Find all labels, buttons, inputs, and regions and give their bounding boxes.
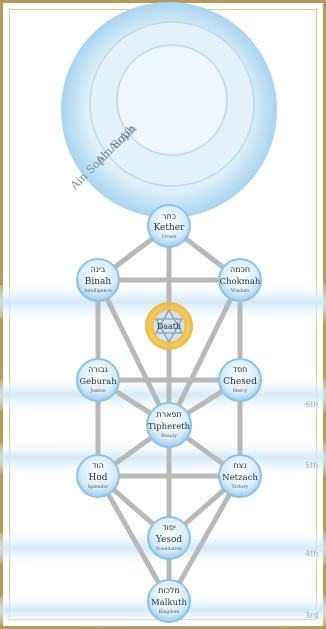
netzach-name: Netzach: [222, 473, 258, 483]
sephirah-netzach[interactable]: נצח Netzach Victory: [218, 454, 262, 498]
geburah-hebrew: גבורה: [88, 365, 109, 374]
malkuth-hebrew: מלכות: [158, 586, 180, 595]
sephirah-chesed[interactable]: חסד Chesed Mercy: [218, 358, 262, 402]
tiphereth-meaning: Beauty: [161, 433, 177, 439]
sephirah-chokmah[interactable]: חכמה Chokmah Wisdom: [218, 258, 262, 302]
geburah-meaning: Justice: [89, 388, 106, 394]
chesed-name: Chesed: [223, 377, 257, 387]
chokmah-meaning: Wisdom: [231, 288, 250, 294]
malkuth-name: Malkuth: [151, 598, 188, 608]
hod-hebrew: הוד: [92, 461, 104, 470]
chokmah-hebrew: חכמה: [230, 265, 250, 274]
chesed-hebrew: חסד: [233, 365, 248, 374]
sephirah-tiphereth[interactable]: תפארת Tiphereth Beauty: [146, 402, 192, 448]
chokmah-name: Chokmah: [220, 277, 261, 287]
netzach-hebrew: נצח: [233, 461, 246, 470]
sephirah-yesod[interactable]: יסוד Yesod Foundation: [147, 516, 191, 560]
yesod-name: Yesod: [155, 535, 183, 545]
netzach-node: [218, 454, 262, 498]
netzach-meaning: Victory: [231, 484, 249, 490]
geburah-name: Geburah: [79, 377, 117, 387]
tiphereth-hebrew: תפארת: [156, 410, 181, 419]
tiphereth-name: Tiphereth: [148, 422, 191, 432]
star-of-david-icon: [154, 308, 184, 344]
hod-meaning: Splendor: [88, 484, 110, 490]
dimension-label-4th: 4th: [305, 549, 318, 558]
geburah-node: [76, 358, 120, 402]
chesed-node: [218, 358, 262, 402]
path-hod-malkuth: [95, 473, 172, 604]
dimension-label-3rd: 3rd: [305, 611, 318, 620]
sephirah-binah[interactable]: בינה Binah Intelligence: [76, 258, 120, 302]
sephirah-geburah[interactable]: גבורה Geburah Justice: [76, 358, 120, 402]
sephirah-hod[interactable]: הוד Hod Splendor: [76, 454, 120, 498]
ain-circles: Ain Ain Soph Ain Soph Aur: [61, 2, 277, 218]
kether-name: Kether: [154, 223, 186, 233]
yesod-node: [147, 516, 191, 560]
hod-name: Hod: [88, 473, 107, 483]
chesed-meaning: Mercy: [233, 388, 248, 394]
chokmah-node: [218, 258, 262, 302]
kether-meaning: Crown: [161, 234, 176, 240]
tiphereth-node: [146, 402, 192, 448]
binah-meaning: Intelligence: [84, 288, 111, 294]
daath-name: Daath: [157, 322, 181, 331]
binah-node: [76, 258, 120, 302]
dimension-label-5th: 5th: [305, 461, 318, 470]
path-netzach-malkuth: [166, 473, 243, 604]
yesod-hebrew: יסוד: [162, 523, 176, 532]
hod-node: [76, 454, 120, 498]
malkuth-meaning: Kingdom: [159, 609, 180, 615]
sephirah-kether[interactable]: כתר Kether Crown: [147, 204, 191, 248]
sephirah-malkuth[interactable]: מלכות Malkuth Kingdom: [147, 579, 191, 623]
malkuth-node: [147, 579, 191, 623]
sephirah-daath[interactable]: Daath: [145, 302, 193, 350]
binah-name: Binah: [85, 277, 112, 287]
dimension-label-6th: 6th: [305, 400, 318, 409]
path-chokmah-tiphereth: [166, 277, 243, 428]
yesod-meaning: Foundation: [156, 546, 182, 552]
kether-node: [147, 204, 191, 248]
path-binah-tiphereth: [95, 277, 172, 428]
binah-hebrew: בינה: [91, 265, 106, 274]
kether-hebrew: כתר: [162, 212, 176, 221]
dimension-labels: 6th 5th 4th 3rd: [305, 400, 318, 620]
ain-circle: [116, 44, 228, 156]
